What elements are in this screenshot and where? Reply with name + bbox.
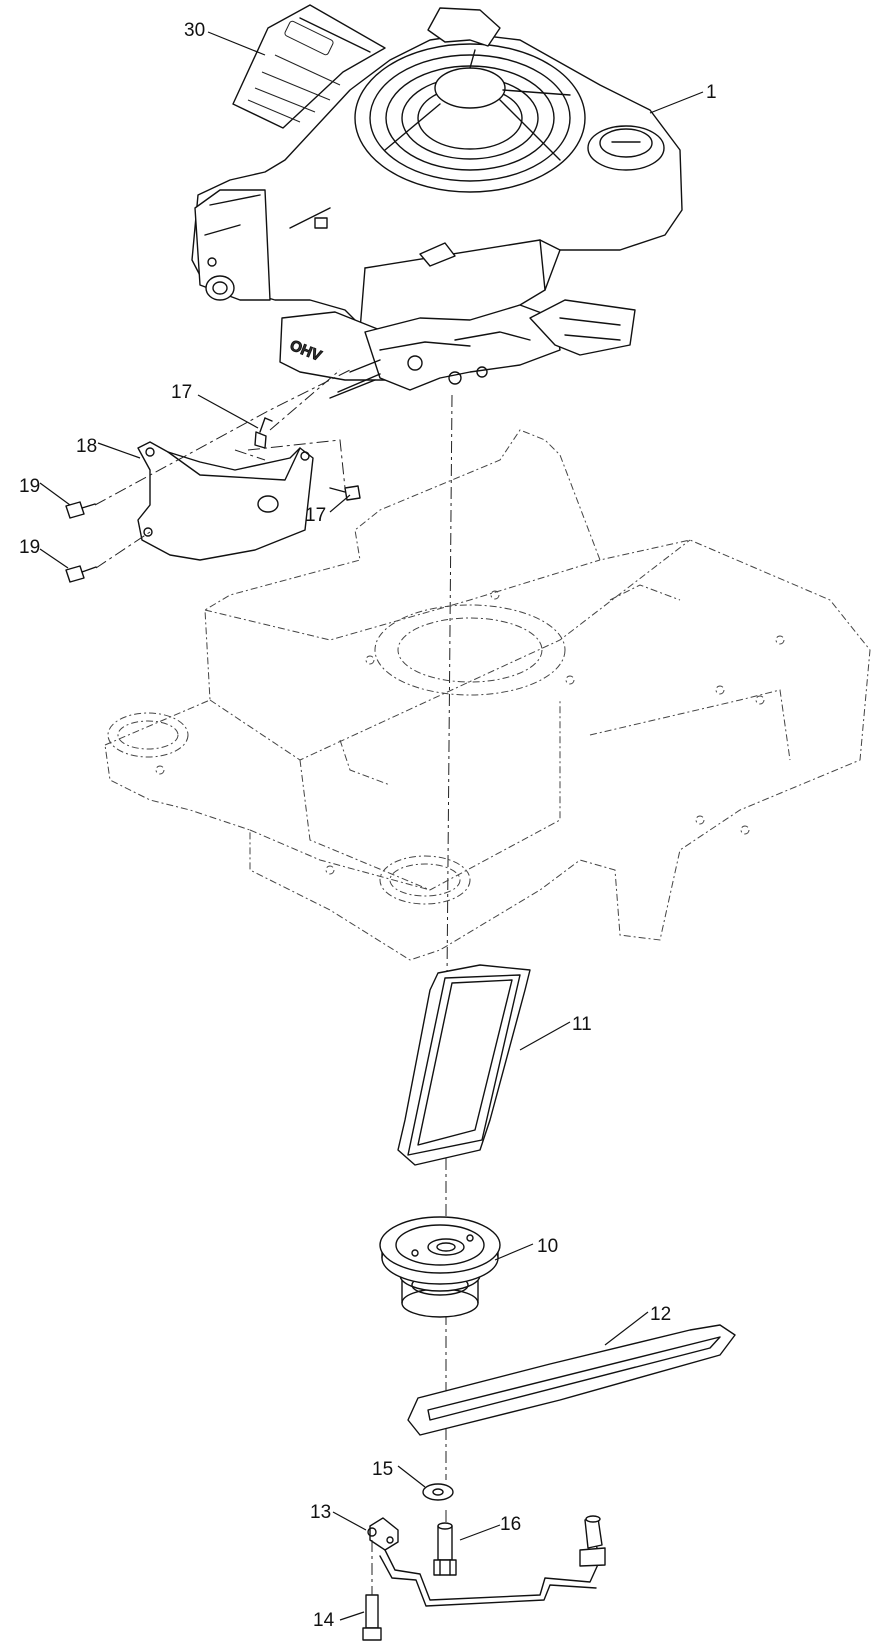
stud-16 — [433, 1522, 457, 1576]
callout-17-lower: 17 — [305, 505, 326, 526]
callout-13: 13 — [310, 1502, 331, 1523]
engine-1: OHV — [191, 7, 683, 399]
callout-1: 1 — [706, 82, 717, 103]
belt-11 — [397, 964, 531, 1166]
center-axis-line — [445, 394, 453, 1540]
callout-19-upper: 19 — [19, 476, 40, 497]
callout-16: 16 — [500, 1514, 521, 1535]
callout-30: 30 — [184, 20, 205, 41]
callout-14: 14 — [313, 1610, 335, 1631]
bolt-19-upper — [65, 501, 96, 519]
decal-30 — [232, 4, 386, 129]
bolt-17-lower — [329, 485, 361, 501]
callout-labels: 30 1 17 18 19 17 19 11 10 12 15 13 16 14 — [19, 20, 717, 1631]
bolt-17-upper — [254, 417, 273, 449]
bracket-18 — [137, 441, 314, 561]
callout-18: 18 — [76, 436, 97, 457]
callout-12: 12 — [650, 1304, 671, 1325]
bolt-14 — [362, 1540, 382, 1641]
engine-deck-frame — [104, 429, 871, 961]
callout-11: 11 — [572, 1014, 592, 1035]
callout-15: 15 — [372, 1459, 393, 1480]
pulley-10 — [379, 1216, 501, 1318]
bolt-19-lower — [65, 565, 97, 583]
idler-arm-13 — [367, 1515, 606, 1607]
callout-17-upper: 17 — [171, 382, 192, 403]
belt-12 — [407, 1324, 736, 1436]
callout-19-lower: 19 — [19, 537, 40, 558]
callout-10: 10 — [537, 1236, 558, 1257]
bracket-assembly-lines — [94, 369, 351, 569]
leader-lines — [39, 31, 704, 1621]
washer-15 — [422, 1483, 454, 1501]
